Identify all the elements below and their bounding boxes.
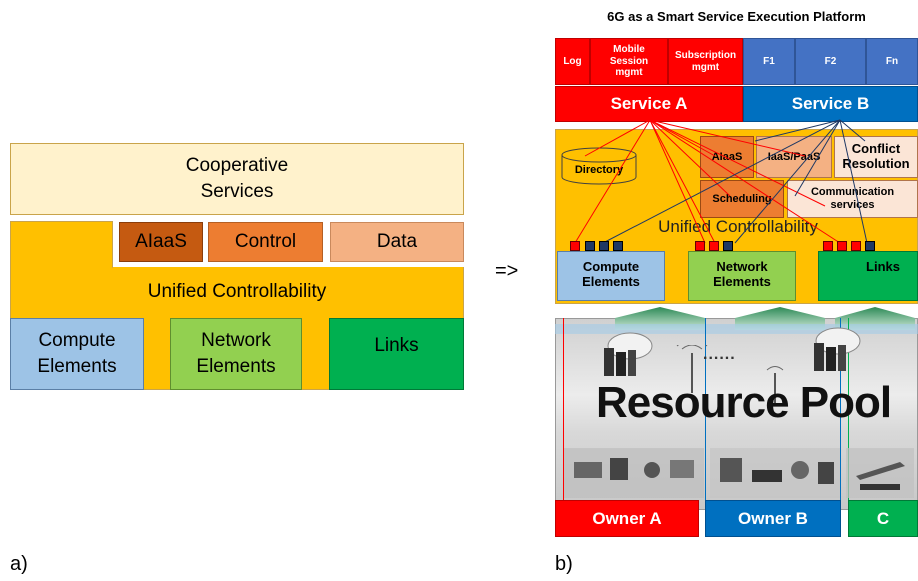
- square-navy: [723, 241, 733, 251]
- network-elements-label: Network Elements: [196, 330, 276, 377]
- square-navy: [585, 241, 595, 251]
- fn-label: Fn: [885, 55, 899, 67]
- log-cell: Log: [555, 38, 590, 85]
- mobile-session-cell: Mobile Session mgmt: [590, 38, 668, 85]
- directory-label: Directory: [574, 164, 624, 176]
- subscription-label: Subscription mgmt: [674, 50, 737, 73]
- owner-c-label: C: [876, 508, 890, 528]
- devices-strip-icon: [564, 448, 914, 498]
- f2-cell: F2: [795, 38, 866, 85]
- transition-arrow: =>: [495, 260, 519, 282]
- cooperative-services-label: Cooperative Services: [185, 155, 289, 202]
- fn-cell: Fn: [866, 38, 918, 85]
- data-label: Data: [376, 231, 418, 253]
- resource-pool-label: Resource Pool: [596, 378, 892, 427]
- compute-elements-label: Compute Elements: [37, 330, 117, 377]
- owner-a-divider: [563, 318, 564, 510]
- owner-c-divider: [848, 318, 849, 510]
- service-b-bar: Service B: [743, 86, 918, 122]
- communication-services-label: Communication services: [810, 186, 895, 211]
- data-box: Data: [330, 222, 464, 262]
- log-label: Log: [563, 55, 582, 67]
- square-navy: [613, 241, 623, 251]
- links-b-label: Links: [866, 259, 900, 274]
- datacenter-icon: [814, 327, 861, 371]
- communication-services-box: Communication services: [787, 180, 918, 218]
- f1-label: F1: [763, 55, 775, 67]
- caption-a: a): [10, 553, 28, 575]
- square-red: [837, 241, 847, 251]
- datacenter-icon: [604, 332, 653, 376]
- scheduling-box: Scheduling: [700, 180, 784, 218]
- owner-a-bar: Owner A: [555, 500, 699, 537]
- f1-cell: F1: [743, 38, 795, 85]
- aiaas-box: AIaaS: [119, 222, 203, 262]
- square-navy: [865, 241, 875, 251]
- compute-elements-box: Compute Elements: [10, 318, 144, 390]
- separator-dots: ......: [703, 346, 736, 363]
- platform-title: 6G as a Smart Service Execution Platform: [607, 9, 866, 24]
- square-red: [823, 241, 833, 251]
- control-box: Control: [208, 222, 323, 262]
- subscription-cell: Subscription mgmt: [668, 38, 743, 85]
- tower-icon: [676, 345, 708, 393]
- owner-b-bar: Owner B: [705, 500, 841, 537]
- f2-label: F2: [824, 55, 837, 67]
- square-red: [709, 241, 719, 251]
- links-b: Links: [818, 251, 918, 301]
- network-elements-b-label: Network Elements: [713, 259, 771, 289]
- caption-b: b): [555, 553, 573, 575]
- mobile-session-label: Mobile Session mgmt: [609, 44, 649, 79]
- compute-elements-b: Compute Elements: [557, 251, 665, 301]
- service-b-label: Service B: [791, 94, 870, 113]
- square-navy: [599, 241, 609, 251]
- owner-c-bar: C: [848, 500, 918, 537]
- cooperative-services-box: Cooperative Services: [10, 143, 464, 215]
- tower-icon: [766, 366, 784, 403]
- network-elements-b: Network Elements: [688, 251, 796, 301]
- links-label: Links: [374, 335, 419, 356]
- owner-b-label: Owner B: [738, 508, 808, 528]
- directory-cylinder-icon: [561, 147, 637, 185]
- service-a-label: Service A: [610, 94, 688, 113]
- square-red: [695, 241, 705, 251]
- control-label: Control: [234, 231, 297, 253]
- compute-elements-b-label: Compute Elements: [582, 259, 640, 289]
- unified-controllability-label: Unified Controllability: [147, 281, 327, 303]
- aiaas-label: AIaaS: [135, 231, 187, 253]
- scheduling-label: Scheduling: [712, 192, 772, 205]
- service-a-bar: Service A: [555, 86, 743, 122]
- connection-lines: [574, 119, 868, 244]
- owner-b-divider: [840, 318, 841, 510]
- owner-b-divider: [705, 318, 706, 510]
- square-red: [851, 241, 861, 251]
- square-red: [570, 241, 580, 251]
- network-elements-box: Network Elements: [170, 318, 302, 390]
- conflict-resolution-label: Conflict Resolution: [842, 141, 910, 171]
- unified-controllability-b: Unified Controllability: [658, 217, 818, 236]
- unified-controllability-label-box: Unified Controllability: [10, 268, 464, 316]
- iaas-paas-label: IaaS/PaaS: [767, 150, 821, 163]
- notch-border: [112, 221, 113, 268]
- links-box: Links: [329, 318, 464, 390]
- owner-a-label: Owner A: [592, 508, 662, 528]
- green-cones: [555, 307, 918, 334]
